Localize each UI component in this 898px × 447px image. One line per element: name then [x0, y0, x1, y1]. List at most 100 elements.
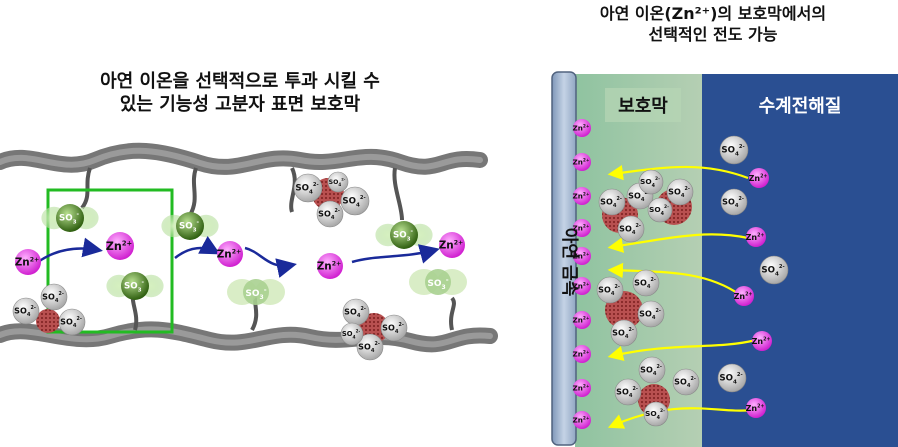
- sulfate-sphere: [610, 319, 638, 347]
- zn-ion-label: Zn2+: [749, 174, 768, 183]
- zn-ion: Zn2+: [573, 247, 591, 265]
- sulfate-sphere: [720, 188, 748, 216]
- zn-ion: Zn2+: [573, 277, 591, 295]
- sulfate-label: SO42-: [342, 328, 361, 340]
- sulfate-sphere: [340, 322, 364, 346]
- zn-transport-arrow: [607, 338, 757, 362]
- zn-ion-label: Zn2+: [573, 252, 590, 261]
- zn-ion-sphere: [439, 232, 465, 258]
- sulfate-sphere: [327, 171, 349, 193]
- zn-transport-arrow: [37, 237, 103, 264]
- sulfate-sphere: [12, 297, 40, 325]
- sulfate-label: SO42-: [649, 204, 669, 217]
- electrolyte-label: 수계전해질: [759, 96, 842, 117]
- sulfate-label: SO42-: [719, 372, 742, 386]
- sulfonate-sphere: [56, 204, 84, 232]
- zn-ion: Zn2+: [317, 253, 343, 279]
- sulfate-sphere: [672, 368, 700, 396]
- sulfate-ion: SO42-: [598, 188, 626, 216]
- zn-ion-label: Zn2+: [317, 260, 342, 272]
- sulfonate-group: SO3-: [375, 221, 433, 249]
- protective-layer-label: 보호막: [618, 96, 668, 117]
- sulfate-label: SO42-: [722, 196, 744, 209]
- zn-ion-label: Zn2+: [15, 256, 40, 268]
- polymer-side-chain: [289, 167, 297, 213]
- zn-ion-sphere: [573, 119, 591, 137]
- zn-ion-sphere: [573, 187, 591, 205]
- sulfate-ion: SO42-: [717, 363, 747, 393]
- sulfate-sphere: [647, 197, 673, 223]
- sulfate-sphere: [759, 255, 789, 285]
- zn-transport-arrow: [174, 236, 221, 259]
- polymer-side-chain: [449, 296, 456, 331]
- left-title-line2: 있는 기능성 고분자 표면 보호막: [119, 94, 361, 116]
- sulfate-label: SO42-: [42, 291, 64, 304]
- zn-ion: Zn2+: [439, 232, 465, 258]
- zinc-metal-label: 아연 금속: [559, 228, 579, 297]
- zn-ion: Zn2+: [749, 168, 769, 188]
- sulfate-sphere: [637, 300, 665, 328]
- zn-ion: Zn2+: [752, 331, 772, 351]
- sulfate-ion: SO42-: [617, 215, 645, 243]
- sulfate-ion: SO42-: [647, 197, 673, 223]
- zn-ion-sphere: [749, 168, 769, 188]
- zn-transport-arrow: [607, 233, 749, 253]
- zn-ion-sphere: [746, 398, 766, 418]
- zn-ion-label: Zn2+: [573, 224, 590, 233]
- sulfate-label: SO42-: [761, 264, 784, 278]
- sulfate-label: SO42-: [612, 327, 634, 340]
- zn-ion-label: Zn2+: [746, 233, 765, 242]
- zn-ion-sphere: [573, 379, 591, 397]
- zn-ion: Zn2+: [746, 398, 766, 418]
- sulfate-sphere: [666, 178, 694, 206]
- sulfate-label: SO42-: [619, 223, 641, 236]
- zn-ion-sphere: [217, 241, 243, 267]
- sulfate-ion: SO42-: [316, 200, 344, 228]
- zn-ion-label: Zn2+: [573, 158, 590, 167]
- sulfate-sphere: [643, 401, 669, 427]
- zn-ion: Zn2+: [573, 379, 591, 397]
- zn-ion: Zn2+: [573, 187, 591, 205]
- sulfate-sphere: [719, 135, 749, 165]
- sulfonate-sphere: [390, 221, 418, 249]
- sulfate-ion: SO42-: [356, 333, 384, 361]
- sulfate-sphere: [717, 363, 747, 393]
- zn-ion-label: Zn2+: [439, 239, 464, 251]
- sulfate-ion: SO42-: [719, 135, 749, 165]
- sulfate-label: SO42-: [598, 284, 620, 297]
- sulfate-label: SO42-: [318, 208, 340, 221]
- zn-ion-sphere: [106, 232, 134, 260]
- sulfonate-group-faded: SO3-: [227, 279, 285, 305]
- sulfate-ion: SO42-: [672, 368, 700, 396]
- sulfate-sphere: [632, 269, 660, 297]
- sulfate-label: SO42-: [674, 376, 696, 389]
- polymer-chain-highlight: [0, 147, 483, 170]
- zn-ion-sphere: [317, 253, 343, 279]
- zn-ion: Zn2+: [573, 153, 591, 171]
- zn-ion: Zn2+: [573, 411, 591, 429]
- zn-transport-arrow: [607, 164, 749, 181]
- zn-ion-label: Zn2+: [573, 350, 590, 359]
- sulfonate-label: SO3-: [427, 276, 448, 291]
- sulfonate-group-faded: SO3-: [409, 269, 467, 295]
- zn-ion-sphere: [573, 247, 591, 265]
- zn-ion-label: Zn2+: [734, 292, 753, 301]
- sulfate-sphere: [316, 200, 344, 228]
- sulfonate-group: SO3-: [161, 212, 219, 240]
- right-title-line1: 아연 이온(Zn²⁺)의 보호막에서의: [599, 4, 827, 23]
- sulfate-ion: SO42-: [327, 171, 349, 193]
- sulfate-sphere: [598, 188, 626, 216]
- sulfate-label: SO42-: [295, 182, 318, 196]
- sulfate-sphere: [340, 186, 370, 216]
- zn-ion: Zn2+: [573, 219, 591, 237]
- zn-ion-sphere: [746, 227, 766, 247]
- sulfate-ion: SO42-: [720, 188, 748, 216]
- sulfate-sphere: [356, 333, 384, 361]
- polymer-side-chain: [392, 167, 404, 221]
- sulfate-label: SO42-: [342, 195, 365, 209]
- sulfate-sphere: [58, 308, 86, 336]
- sulfonate-label: SO3-: [124, 279, 145, 294]
- right-panel-title: 아연 이온(Zn²⁺)의 보호막에서의 선택적인 전도 가능: [548, 4, 878, 46]
